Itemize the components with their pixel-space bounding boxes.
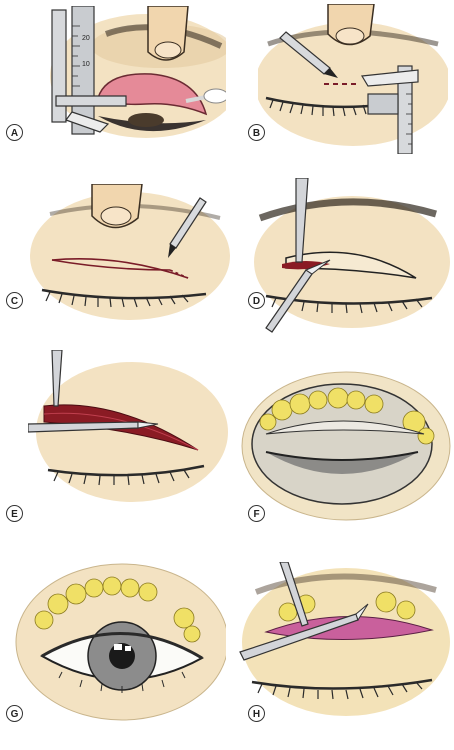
forceps-icon <box>295 178 309 263</box>
marking-pen-icon <box>168 197 207 258</box>
panel-h <box>236 562 450 722</box>
eyelashes <box>265 294 433 314</box>
panel-label-a: A <box>6 124 23 141</box>
panel-d <box>246 178 450 338</box>
panel-e-illustration <box>28 350 228 502</box>
caliper-mark-10: 10 <box>82 61 90 68</box>
panel-label-e: E <box>6 505 23 522</box>
forceps-icon <box>51 350 63 407</box>
marking-pen-icon <box>279 31 338 78</box>
panel-g-illustration <box>15 563 226 721</box>
panel-label-f: F <box>248 505 265 522</box>
incision-mark <box>51 258 189 279</box>
eyelashes <box>41 288 207 308</box>
panel-g <box>12 560 226 726</box>
panel-label-b: B <box>248 124 265 141</box>
scissors-icon <box>239 603 369 661</box>
panel-d-illustration <box>254 178 450 333</box>
scalpel-icon <box>265 259 331 333</box>
fat-pad <box>34 576 201 643</box>
panel-f-illustration <box>241 371 451 521</box>
panel-label-h: H <box>248 705 265 722</box>
finger-icon <box>327 4 375 46</box>
panel-b <box>258 4 448 154</box>
caliper-icon <box>361 65 419 154</box>
panel-label-g: G <box>6 705 23 722</box>
caliper-mark-20: 20 <box>82 35 90 42</box>
panel-f <box>238 368 452 524</box>
panel-label-d: D <box>248 292 265 309</box>
panel-c <box>30 184 230 322</box>
panel-b-illustration <box>258 4 448 154</box>
scissors-icon <box>28 421 159 433</box>
caliper-icon: 20 10 <box>51 6 127 135</box>
eyelashes <box>251 678 433 700</box>
panel-c-illustration <box>30 184 230 320</box>
finger-icon <box>91 184 143 229</box>
panel-a: 20 10 <box>36 6 226 146</box>
panel-h-illustration <box>239 562 450 716</box>
eyelashes <box>47 464 205 486</box>
panel-a-illustration: 20 10 <box>50 6 226 138</box>
forceps-icon <box>279 562 309 627</box>
cotton-swab-icon <box>185 88 226 104</box>
finger-icon <box>147 6 189 61</box>
panel-e <box>28 350 228 508</box>
panel-label-c: C <box>6 292 23 309</box>
fat-pad <box>259 387 435 445</box>
